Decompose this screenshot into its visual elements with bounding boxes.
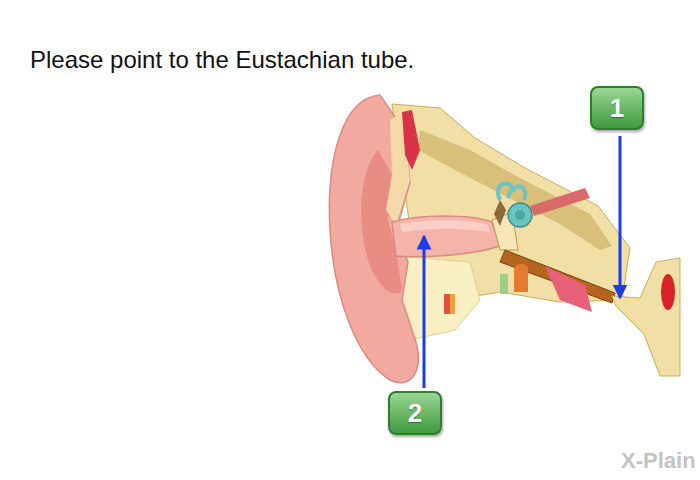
cochlea-inner xyxy=(515,210,525,220)
callout-box: 1 xyxy=(590,86,644,130)
title: Please point to the Eustachian tube. xyxy=(30,46,414,74)
nasopharynx xyxy=(612,258,680,376)
styloid-red xyxy=(444,294,450,314)
callout-number: 1 xyxy=(610,95,624,121)
tube-muscle xyxy=(545,266,592,312)
nasal-tissue xyxy=(661,274,675,310)
ear-canal xyxy=(392,216,500,257)
callout-box: 2 xyxy=(388,391,442,435)
nerve xyxy=(530,188,590,216)
ossicles xyxy=(494,200,506,226)
muscle xyxy=(402,110,420,170)
vessel-orange xyxy=(514,264,528,292)
vessel-green xyxy=(500,274,508,294)
watermark: X-Plain xyxy=(621,448,696,474)
cochlea xyxy=(508,203,532,227)
leader-arrow xyxy=(619,136,622,298)
canal-highlight xyxy=(400,220,490,232)
semicircular-canals xyxy=(498,183,525,200)
leader-arrow xyxy=(423,236,426,388)
callout-number: 2 xyxy=(408,400,422,426)
styloid-orange xyxy=(450,294,455,314)
